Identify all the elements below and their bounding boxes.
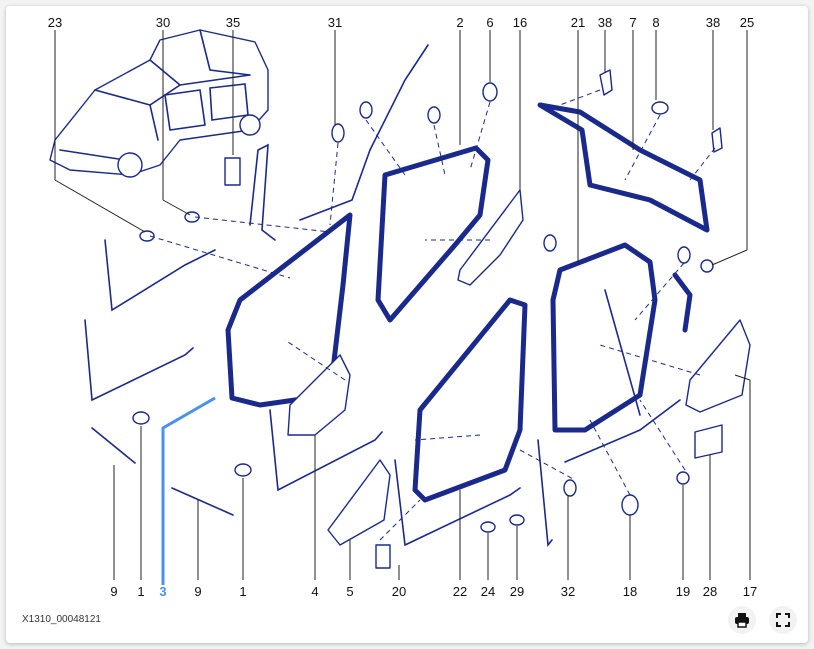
top-leaders — [54, 30, 748, 266]
sill-strip-23 — [104, 239, 216, 312]
callout-19[interactable]: 19 — [676, 584, 690, 599]
callout-28[interactable]: 28 — [703, 584, 717, 599]
fullscreen-icon — [776, 613, 790, 627]
clips-38 — [599, 69, 723, 153]
grommet-18 — [621, 494, 639, 516]
vehicle-illustration — [49, 29, 269, 178]
grommet-6 — [482, 82, 498, 102]
highlight-leader-3 — [161, 396, 216, 585]
front-door-frame-seal[interactable] — [375, 145, 491, 323]
pad-35 — [224, 157, 241, 186]
print-button[interactable] — [728, 606, 756, 634]
bracket-35 — [249, 143, 276, 241]
plug-8 — [651, 101, 669, 115]
callout-25[interactable]: 25 — [740, 15, 754, 30]
moulding-4 — [269, 409, 383, 492]
door-panel-16 — [457, 189, 524, 286]
callout-35[interactable]: 35 — [226, 15, 240, 30]
door-panel-5 — [327, 459, 391, 546]
callout-7[interactable]: 7 — [629, 15, 636, 30]
callout-16[interactable]: 16 — [513, 15, 527, 30]
callout-4[interactable]: 4 — [311, 584, 318, 599]
clip-19 — [676, 471, 690, 485]
clip-1 — [132, 411, 150, 425]
callout-22[interactable]: 22 — [453, 584, 467, 599]
rear-weatherstrip[interactable] — [672, 272, 693, 333]
clip-1b — [234, 463, 252, 477]
callout-1b[interactable]: 1 — [239, 584, 246, 599]
label-28 — [694, 424, 723, 459]
callout-6[interactable]: 6 — [486, 15, 493, 30]
callout-21[interactable]: 21 — [571, 15, 585, 30]
callout-9b[interactable]: 9 — [194, 584, 201, 599]
callout-29[interactable]: 29 — [510, 584, 524, 599]
callout-8[interactable]: 8 — [652, 15, 659, 30]
callout-3-selected[interactable]: 3 — [159, 584, 166, 599]
callout-9[interactable]: 9 — [110, 584, 117, 599]
callout-31[interactable]: 31 — [328, 15, 342, 30]
strip-31 — [299, 44, 429, 221]
fullscreen-button[interactable] — [769, 606, 797, 634]
strip-32 — [537, 439, 553, 548]
callout-20[interactable]: 20 — [392, 584, 406, 599]
printer-icon — [735, 613, 749, 628]
pad-20 — [375, 544, 391, 569]
callout-18[interactable]: 18 — [623, 584, 637, 599]
plug-25 — [700, 259, 714, 273]
callout-1[interactable]: 1 — [137, 584, 144, 599]
sill-strip — [84, 319, 194, 402]
callout-32[interactable]: 32 — [561, 584, 575, 599]
moulding-9 — [91, 427, 234, 516]
callout-23[interactable]: 23 — [48, 15, 62, 30]
callout-38[interactable]: 38 — [598, 15, 612, 30]
rear-door-frame-seal[interactable] — [550, 242, 658, 433]
callout-5[interactable]: 5 — [346, 584, 353, 599]
callout-38b[interactable]: 38 — [706, 15, 720, 30]
bottom-leaders — [113, 374, 751, 580]
top-callouts: 23 30 35 31 2 6 16 21 38 7 8 38 25 — [48, 15, 754, 30]
moulding-18 — [564, 289, 681, 463]
rear-door-seal[interactable] — [412, 297, 528, 503]
callout-24[interactable]: 24 — [481, 584, 495, 599]
diagram-reference-code: X1310_00048121 — [22, 614, 101, 625]
roof-seal[interactable] — [537, 102, 710, 233]
callout-2[interactable]: 2 — [456, 15, 463, 30]
moulding-22 — [394, 459, 521, 547]
bottom-callouts: 9 1 3 9 1 4 5 20 22 24 29 32 18 19 28 17 — [110, 584, 757, 599]
callout-17[interactable]: 17 — [743, 584, 757, 599]
callout-30[interactable]: 30 — [156, 15, 170, 30]
assembly-arrows — [149, 89, 716, 541]
door-panel-17 — [685, 319, 751, 413]
plugs — [139, 101, 691, 533]
door-panel-4 — [287, 354, 351, 436]
